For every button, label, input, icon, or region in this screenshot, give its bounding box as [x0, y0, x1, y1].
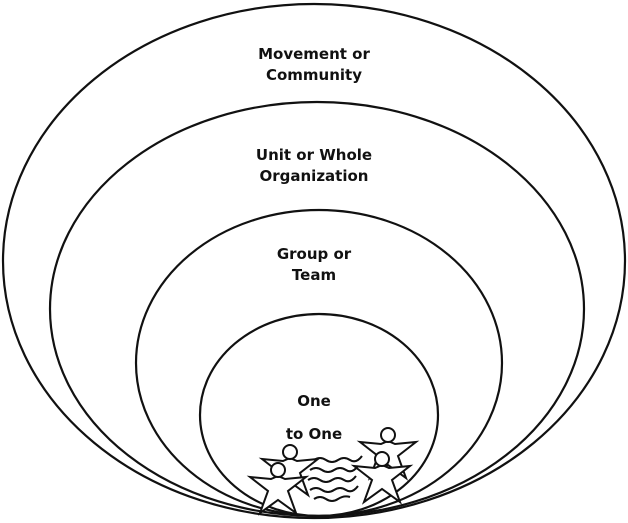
label-movement-community: Movement or Community [0, 44, 628, 86]
label-line: Team [291, 266, 337, 284]
label-line: Community [265, 66, 363, 84]
label-one-to-one: One to One [0, 385, 628, 451]
label-line: Group or [276, 245, 352, 263]
label-line: Unit or Whole [255, 146, 373, 164]
label-line: One [297, 392, 331, 410]
label-line: Movement or [258, 45, 370, 63]
circle-one-to-one [198, 312, 440, 518]
label-group-team: Group or Team [0, 244, 628, 286]
conversation-waves-icon [307, 455, 363, 502]
label-unit-organization: Unit or Whole Organization [0, 145, 628, 187]
label-line: to One [285, 425, 343, 443]
label-line: Organization [259, 167, 369, 185]
